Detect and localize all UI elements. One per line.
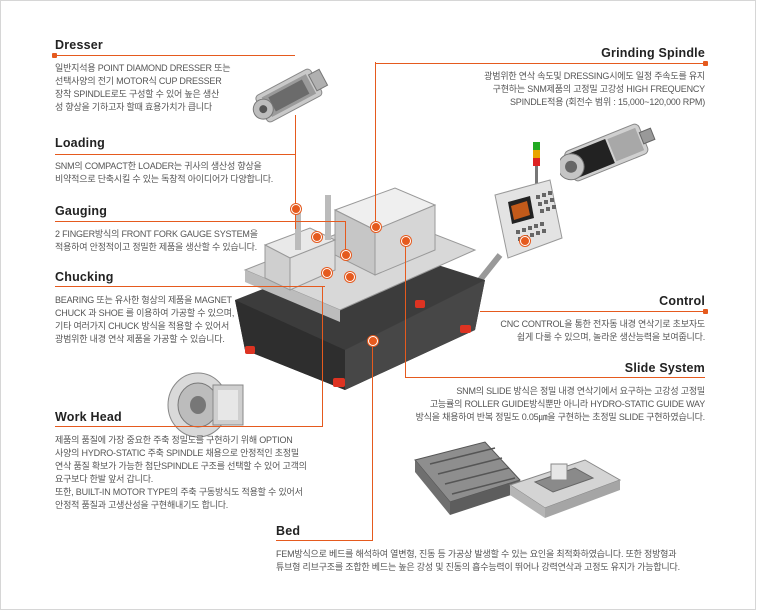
dresser-text: 일반지석용 POINT DIAMOND DRESSER 또는 선택사양의 전기 … <box>55 63 231 112</box>
bed-text: FEM방식으로 베드를 해석하여 열변형, 진동 등 가공상 발생할 수 있는 … <box>276 549 680 572</box>
marker-bed <box>368 336 378 346</box>
slide-illustration <box>508 459 622 518</box>
section-chucking: Chucking BEARING 또는 유사한 형상의 제품을 MAGNET C… <box>55 270 315 346</box>
slide-system-text: SNM의 SLIDE 방식은 정밀 내경 연삭기에서 요구하는 고강성 고정밀 … <box>415 386 706 422</box>
marker-chucking <box>322 268 332 278</box>
section-dresser: Dresser 일반지석용 POINT DIAMOND DRESSER 또는 선… <box>52 38 295 114</box>
loading-text: SNM의 COMPACT한 LOADER는 귀사의 생산성 향상을 비약적으로 … <box>55 161 274 184</box>
marker-control <box>520 236 530 246</box>
marker-dresser <box>291 204 301 214</box>
section-loading: Loading SNM의 COMPACT한 LOADER는 귀사의 생산성 향상… <box>55 136 295 186</box>
leader-workhead-h <box>55 426 323 427</box>
grinding-spindle-text: 광범위한 연삭 속도및 DRESSING시에도 일정 주속도를 유지 구현하는 … <box>484 71 705 107</box>
leader-loading-v <box>295 154 296 229</box>
leader-loading-h <box>55 154 295 155</box>
grinding-spindle-title: Grinding Spindle <box>601 46 705 60</box>
leader-chucking <box>55 286 325 287</box>
control-text: CNC CONTROL을 통한 전자동 내경 연삭기로 초보자도 쉽게 다룰 수… <box>500 319 705 342</box>
section-bed: Bed FEM방식으로 베드를 해석하여 열변형, 진동 등 가공상 발생할 수… <box>276 524 736 574</box>
leader-workhead-v <box>322 286 323 426</box>
marker-spindle <box>371 222 381 232</box>
workhead-text: 제품의 품질에 가장 중요한 주축 정밀도를 구현하기 위해 OPTION 사양… <box>55 435 307 510</box>
leader-bed-v <box>372 340 373 540</box>
marker-gauging <box>341 250 351 260</box>
chucking-text: BEARING 또는 유사한 형상의 제품을 MAGNET CHUCK 과 SH… <box>55 295 235 344</box>
marker-workhead <box>345 272 355 282</box>
section-gauging: Gauging 2 FINGER방식의 FRONT FORK GAUGE SYS… <box>55 204 315 254</box>
leader-bed-h <box>276 540 373 541</box>
leader-slide-v <box>405 240 406 377</box>
workhead-illustration <box>167 372 244 438</box>
leader-control <box>530 240 531 241</box>
loading-title: Loading <box>55 136 106 150</box>
bed-title: Bed <box>276 524 301 538</box>
section-workhead: Work Head 제품의 품질에 가장 중요한 주축 정밀도를 구현하기 위해… <box>55 410 345 512</box>
dresser-illustration <box>252 68 329 123</box>
control-title: Control <box>659 294 705 308</box>
marker-loading <box>312 232 322 242</box>
leader-gauging-v <box>345 221 346 251</box>
workhead-title: Work Head <box>55 410 122 424</box>
machine-illustration <box>235 187 485 390</box>
gauging-title: Gauging <box>55 204 108 218</box>
leader-spindle-v <box>375 62 376 227</box>
section-control: Control CNC CONTROL을 통한 전자동 내경 연삭기로 초보자도… <box>480 294 708 344</box>
leader-gauging <box>55 221 345 222</box>
bed-illustration <box>414 441 521 515</box>
slide-system-title: Slide System <box>624 361 705 375</box>
marker-slide <box>401 236 411 246</box>
dresser-title: Dresser <box>55 38 103 52</box>
leader-slide-h <box>405 377 705 378</box>
control-panel-illustration <box>470 142 563 292</box>
section-grinding-spindle: Grinding Spindle 광범위한 연삭 속도및 DRESSING시에도… <box>375 46 708 109</box>
chucking-title: Chucking <box>55 270 114 284</box>
gauging-text: 2 FINGER방식의 FRONT FORK GAUGE SYSTEM을 적용하… <box>55 229 258 252</box>
grinding-spindle-illustration <box>560 123 656 182</box>
section-slide-system: Slide System SNM의 SLIDE 방식은 정밀 내경 연삭기에서 … <box>390 361 706 424</box>
